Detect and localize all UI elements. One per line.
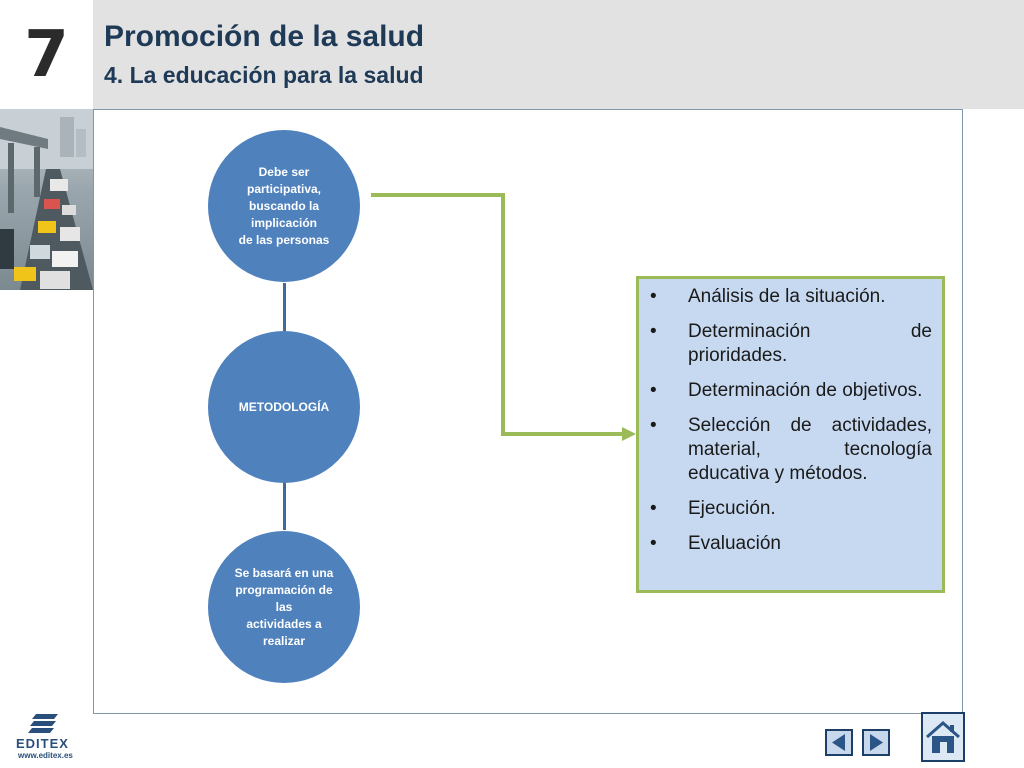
traffic-photo-illustration <box>0 109 93 290</box>
list-item-text: Determinación de objetivos. <box>688 380 923 401</box>
bullet: • <box>650 286 657 307</box>
list-item-text: Evaluación <box>688 533 781 554</box>
list-item-text: Ejecución. <box>688 498 776 519</box>
circle-participative-label: Debe ser participativa, buscando la impl… <box>238 164 330 247</box>
list-item: • Determinación de objetivos. <box>649 379 932 403</box>
logo-text: EDITEX <box>16 736 69 751</box>
bullet: • <box>650 415 657 436</box>
list-item-text: Análisis de la situación. <box>688 286 886 307</box>
home-icon <box>926 721 960 753</box>
next-button[interactable] <box>862 729 890 756</box>
list-item: • Evaluación <box>649 532 932 556</box>
list-item: • Ejecución. <box>649 497 932 521</box>
list-item-text: Determinación de prioridades. <box>688 321 932 366</box>
connector-top <box>283 283 286 331</box>
page-subtitle: 4. La educación para la salud <box>104 62 424 88</box>
prev-button[interactable] <box>825 729 853 756</box>
bullet: • <box>650 533 657 554</box>
list-item: • Análisis de la situación. <box>649 285 932 309</box>
circle-methodology: METODOLOGÍA <box>208 331 360 483</box>
circle-programming: Se basará en una programación de las act… <box>208 531 360 683</box>
chapter-number: 7 <box>24 17 69 92</box>
connector-bottom <box>283 482 286 530</box>
circle-programming-label: Se basará en una programación de las act… <box>234 565 334 648</box>
methodology-steps-box: • Análisis de la situación. • Determinac… <box>636 276 945 593</box>
list-item: • Selección de actividades, material, te… <box>649 414 932 486</box>
logo-url: www.editex.es <box>18 751 73 760</box>
traffic-photo <box>0 109 93 290</box>
prev-arrow-icon <box>832 734 845 751</box>
header-bar <box>93 0 1024 109</box>
list-item-text: Selección de actividades, material, tecn… <box>688 415 932 484</box>
page-title: Promoción de la salud <box>104 20 425 53</box>
home-button[interactable] <box>921 712 965 762</box>
next-arrow-icon <box>870 734 883 751</box>
bullet: • <box>650 498 657 519</box>
bullet: • <box>650 321 657 342</box>
circle-methodology-label: METODOLOGÍA <box>238 399 330 414</box>
editex-logo-icon <box>28 714 58 733</box>
list-item: • Determinación de prioridades. <box>649 320 932 368</box>
circle-participative: Debe ser participativa, buscando la impl… <box>208 130 360 282</box>
bullet: • <box>650 380 657 401</box>
